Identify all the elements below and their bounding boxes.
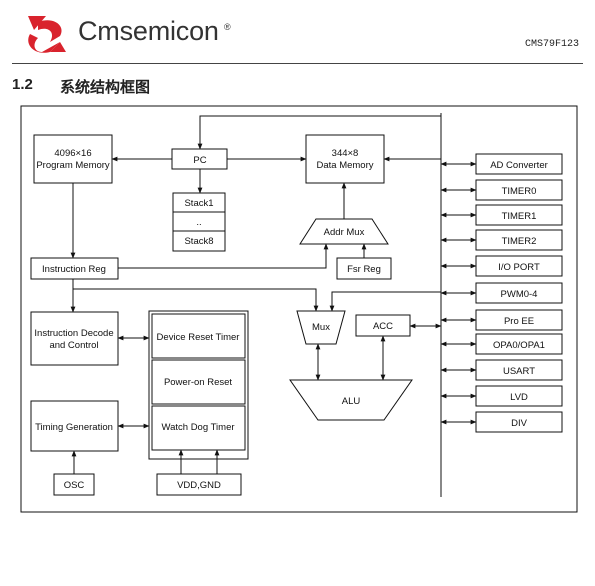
program-memory-line2: Program Memory bbox=[36, 160, 110, 171]
header-rule bbox=[12, 63, 583, 64]
brand-name: Cmsemicon bbox=[78, 16, 219, 46]
peripheral-opa: OPA0/OPA1 bbox=[493, 340, 545, 351]
instruction-decode-line2: and Control bbox=[49, 340, 98, 351]
peripheral-timer0: TIMER0 bbox=[502, 186, 537, 197]
data-memory-line1: 344×8 bbox=[332, 148, 359, 159]
peripheral-io-port: I/O PORT bbox=[498, 262, 540, 273]
peripheral-connectors bbox=[440, 161, 477, 425]
osc-label: OSC bbox=[64, 480, 85, 491]
vdd-gnd-box bbox=[156, 473, 242, 496]
connections bbox=[70, 115, 442, 474]
program-memory-box bbox=[33, 134, 113, 184]
peripheral-pro-ee: Pro EE bbox=[504, 316, 534, 327]
stack-box bbox=[172, 192, 226, 252]
timing-generation-label: Timing Generation bbox=[35, 422, 113, 433]
peripheral-usart: USART bbox=[503, 366, 535, 377]
instruction-decode-line1: Instruction Decode bbox=[34, 328, 113, 339]
mux-label: Mux bbox=[312, 322, 330, 333]
peripheral-timer2: TIMER2 bbox=[502, 236, 537, 247]
watch-dog-timer-box bbox=[151, 405, 246, 451]
diagram-frame bbox=[20, 105, 578, 513]
device-reset-timer-box bbox=[151, 313, 246, 359]
section-number: 1.2 bbox=[12, 76, 33, 93]
section-title: 系统结构框图 bbox=[60, 79, 151, 96]
timing-generation-box bbox=[30, 400, 119, 452]
alu-label: ALU bbox=[342, 396, 361, 407]
program-memory-line1: 4096×16 bbox=[54, 148, 91, 159]
addr-mux-label: Addr Mux bbox=[324, 227, 365, 238]
addr-mux-shape bbox=[299, 218, 389, 245]
peripheral-lvd: LVD bbox=[510, 392, 528, 403]
mux-shape bbox=[296, 310, 346, 345]
stack1-label: Stack1 bbox=[184, 198, 213, 209]
power-on-reset-box bbox=[151, 359, 246, 405]
data-memory-line2: Data Memory bbox=[316, 160, 373, 171]
instruction-decode-box bbox=[30, 311, 119, 366]
cmsemicon-logo bbox=[28, 16, 66, 53]
part-number: CMS79F123 bbox=[524, 39, 579, 50]
watch-dog-timer-label: Watch Dog Timer bbox=[161, 422, 234, 433]
fsr-reg-label: Fsr Reg bbox=[347, 264, 381, 275]
peripheral-ad-converter: AD Converter bbox=[490, 160, 548, 171]
stack8-label: Stack8 bbox=[184, 236, 213, 247]
peripheral-timer1: TIMER1 bbox=[502, 211, 537, 222]
device-reset-timer-label: Device Reset Timer bbox=[157, 332, 240, 343]
peripheral-div: DIV bbox=[511, 418, 528, 429]
vdd-gnd-label: VDD,GND bbox=[177, 480, 221, 491]
registered-mark: ® bbox=[224, 22, 231, 32]
pc-label: PC bbox=[193, 155, 206, 166]
power-on-reset-label: Power-on Reset bbox=[164, 377, 232, 388]
instruction-reg-label: Instruction Reg bbox=[42, 264, 106, 275]
data-memory-box bbox=[305, 134, 385, 184]
acc-label: ACC bbox=[373, 321, 393, 332]
stack-ellipsis: .. bbox=[196, 217, 201, 228]
peripheral-pwm: PWM0-4 bbox=[501, 289, 538, 300]
alu-shape bbox=[289, 379, 413, 421]
peripheral-column bbox=[475, 153, 563, 433]
